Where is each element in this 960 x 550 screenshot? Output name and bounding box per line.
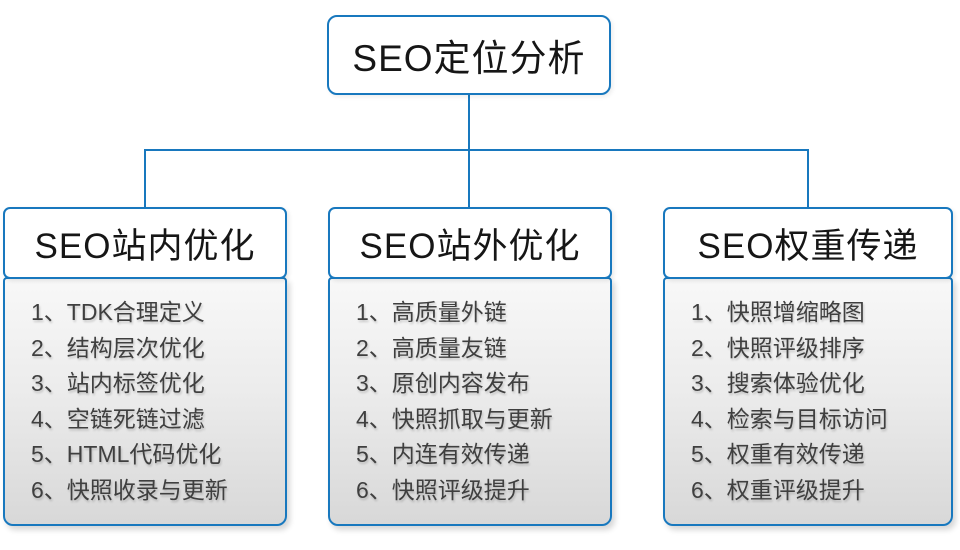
list-item: 2、高质量友链 [356, 334, 507, 361]
list-item: 5、HTML代码优化 [31, 441, 222, 467]
column-title: SEO权重传递 [697, 226, 919, 266]
list-item: 2、快照评级排序 [691, 334, 865, 361]
column-offsite-optimization: SEO站外优化 1、高质量外链 2、高质量友链 3、原创内容发布 4、快照抓取与… [328, 207, 612, 526]
root-node-title: SEO定位分析 [352, 38, 586, 79]
root-node-box: SEO定位分析 [327, 15, 611, 95]
connector-horizontal-line [144, 149, 809, 151]
column-header-box: SEO权重传递 [663, 207, 953, 279]
list-item: 1、快照增缩略图 [691, 299, 865, 325]
column-header-box: SEO站内优化 [3, 207, 287, 279]
column-body-box: 1、快照增缩略图 2、快照评级排序 3、搜索体验优化 4、检索与目标访问 5、权… [663, 277, 953, 526]
column-header-box: SEO站外优化 [328, 207, 612, 279]
list-item: 4、空链死链过滤 [31, 405, 205, 432]
list-item: 2、结构层次优化 [31, 334, 205, 361]
list-item: 4、检索与目标访问 [691, 405, 888, 432]
list-item: 3、站内标签优化 [31, 370, 205, 396]
list-item: 1、高质量外链 [356, 299, 507, 325]
column-title: SEO站外优化 [359, 226, 581, 266]
column-onsite-optimization: SEO站内优化 1、TDK合理定义 2、结构层次优化 3、站内标签优化 4、空链… [3, 207, 287, 526]
list-item: 6、快照评级提升 [356, 476, 530, 503]
list-item: 5、内连有效传递 [356, 441, 530, 467]
list-item: 3、原创内容发布 [356, 370, 530, 396]
column-body-box: 1、TDK合理定义 2、结构层次优化 3、站内标签优化 4、空链死链过滤 5、H… [3, 277, 287, 526]
connector-middle-vertical-line [468, 149, 470, 208]
column-title: SEO站内优化 [34, 226, 256, 266]
list-item: 1、TDK合理定义 [31, 299, 205, 325]
list-item: 6、权重评级提升 [691, 476, 865, 503]
list-item: 3、搜索体验优化 [691, 370, 865, 396]
connector-right-vertical-line [807, 149, 809, 208]
column-weight-transfer: SEO权重传递 1、快照增缩略图 2、快照评级排序 3、搜索体验优化 4、检索与… [663, 207, 953, 526]
column-body-box: 1、高质量外链 2、高质量友链 3、原创内容发布 4、快照抓取与更新 5、内连有… [328, 277, 612, 526]
list-item: 4、快照抓取与更新 [356, 405, 553, 432]
connector-left-vertical-line [144, 149, 146, 208]
connector-root-vertical-line [468, 95, 470, 151]
list-item: 6、快照收录与更新 [31, 476, 228, 503]
list-item: 5、权重有效传递 [691, 441, 865, 467]
